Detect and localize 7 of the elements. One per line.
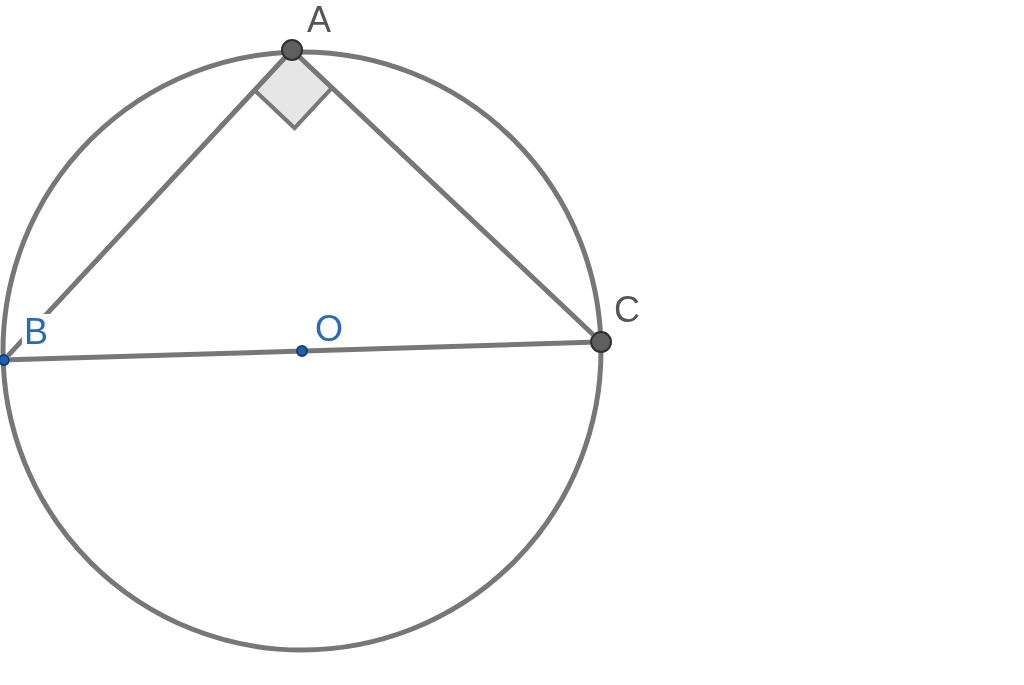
- point-marker: [296, 345, 308, 357]
- point-marker: [281, 39, 303, 61]
- line-segment: [6, 56, 287, 358]
- line-segment: [298, 55, 595, 337]
- point-marker: [0, 354, 10, 366]
- point-marker: [590, 331, 612, 353]
- line-segment: [9, 339, 591, 363]
